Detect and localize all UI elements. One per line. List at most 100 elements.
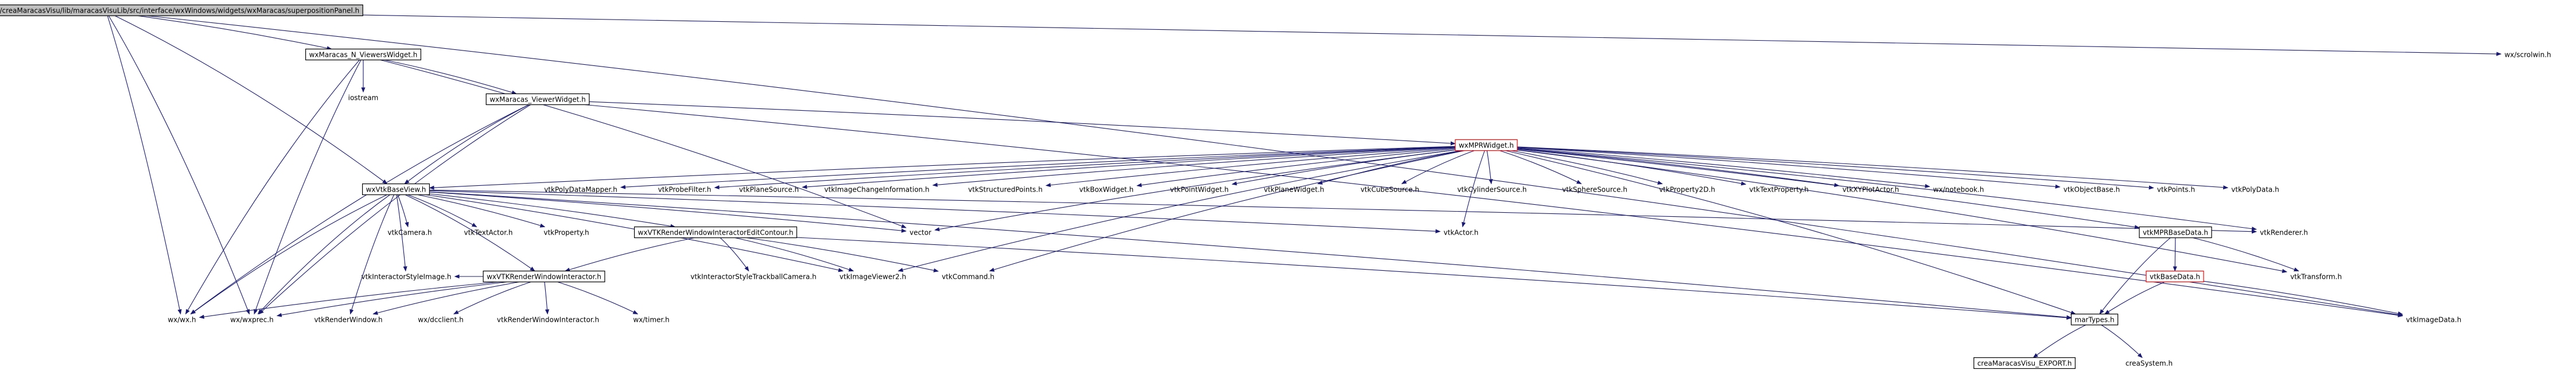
node-trackball[interactable]: vtkInteractorStyleTrackballCamera.h <box>690 273 817 281</box>
edge-wxmpr-to-probe <box>714 146 1456 190</box>
node-label: vtkProperty2D.h <box>1659 186 1715 194</box>
node-boxwidget[interactable]: vtkBoxWidget.h <box>1079 186 1134 194</box>
node-rwinteractor[interactable]: vtkRenderWindowInteractor.h <box>497 316 599 324</box>
node-dcclient[interactable]: wx/dcclient.h <box>418 316 464 324</box>
node-cylsrc[interactable]: vtkCylinderSource.h <box>1457 186 1526 194</box>
node-notebook[interactable]: wx/notebook.h <box>1933 186 1984 194</box>
node-box <box>1973 357 2076 369</box>
edge-basevw-to-vector <box>429 192 907 233</box>
edge-basevw-to-textactor <box>407 194 477 227</box>
node-label: vtkCamera.h <box>387 229 432 237</box>
node-label: creaSystem.h <box>2126 360 2173 368</box>
node-styleimage[interactable]: vtkInteractorStyleImage.h <box>362 273 452 281</box>
edge-rwi-to-rwinteractor <box>544 282 550 315</box>
node-martypes[interactable]: marTypes.h <box>2070 313 2119 326</box>
node-export[interactable]: creaMaracasVisu_EXPORT.h <box>1973 357 2076 369</box>
node-label: wxMaracas_ViewerWidget.h <box>489 96 586 104</box>
node-objbase[interactable]: vtkObjectBase.h <box>2064 186 2120 194</box>
node-label: marTypes.h <box>2074 316 2114 324</box>
node-wxmpr[interactable]: wxMPRWidget.h <box>1455 139 1518 151</box>
node-editcontour[interactable]: wxVTKRenderWindowInteractorEditContour.h <box>634 226 798 239</box>
edge-wxmpr-to-renderer <box>1517 148 2257 231</box>
node-prop2d[interactable]: vtkProperty2D.h <box>1659 186 1715 194</box>
node-renderer[interactable]: vtkRenderer.h <box>2260 229 2308 237</box>
node-wxexprec[interactable]: wx/wxprec.h <box>230 316 274 324</box>
node-label: vtkPolyData.h <box>2231 186 2279 194</box>
edge-wxmpr-to-textprop <box>1517 149 1747 186</box>
node-nviewers[interactable]: wxMaracas_N_ViewersWidget.h <box>305 48 422 61</box>
node-label: wxMaracas_N_ViewersWidget.h <box>309 51 418 59</box>
node-box <box>362 183 430 196</box>
node-points[interactable]: vtkPoints.h <box>2157 186 2195 194</box>
node-creasystem[interactable]: creaSystem.h <box>2126 360 2173 368</box>
node-actor[interactable]: vtkActor.h <box>1444 229 1479 237</box>
node-xyplot[interactable]: vtkXYPlotActor.h <box>1843 186 1899 194</box>
node-label: vtkBoxWidget.h <box>1079 186 1134 194</box>
edge-wxmpr-to-prop2d <box>1511 150 1663 185</box>
node-textactor[interactable]: vtkTextActor.h <box>464 229 513 237</box>
node-viewerwidget[interactable]: wxMaracas_ViewerWidget.h <box>485 93 590 106</box>
node-planesrc[interactable]: vtkPlaneSource.h <box>739 186 799 194</box>
node-textprop[interactable]: vtkTextProperty.h <box>1749 186 1809 194</box>
edge-mprbasedata-to-martypes <box>2099 237 2171 315</box>
node-vector[interactable]: vector <box>910 229 931 237</box>
node-command[interactable]: vtkCommand.h <box>942 273 994 281</box>
node-probe[interactable]: vtkProbeFilter.h <box>658 186 712 194</box>
node-label: vtkTextActor.h <box>464 229 513 237</box>
node-transform[interactable]: vtkTransform.h <box>2290 273 2342 281</box>
node-label: wx/wxprec.h <box>230 316 274 324</box>
edge-basevw-to-property <box>417 194 546 228</box>
node-property[interactable]: vtkProperty.h <box>543 229 589 237</box>
node-planewidget[interactable]: vtkPlaneWidget.h <box>1264 186 1324 194</box>
node-pointwidget[interactable]: vtkPointWidget.h <box>1170 186 1229 194</box>
edge-wxmpr-to-vector <box>934 149 1456 232</box>
edge-wxmpr-to-cylsrc <box>1486 150 1493 185</box>
node-basevw[interactable]: wxVtkBaseView.h <box>362 183 430 196</box>
edge-basedata-to-imagedata <box>2203 280 2403 315</box>
edge-martypes-to-creasystem <box>2101 325 2143 358</box>
edge-wxmpr-to-cubesrc <box>1401 150 1475 184</box>
node-root[interactable]: /home/davila/Creatis/All2/creatools_sour… <box>0 4 363 17</box>
node-scrolwin[interactable]: wx/scrolwin.h <box>2504 51 2551 59</box>
node-label: wx/notebook.h <box>1933 186 1984 194</box>
node-box <box>485 93 590 106</box>
node-box <box>1455 139 1518 151</box>
node-imgviewer2[interactable]: vtkImageViewer2.h <box>840 273 906 281</box>
edge-basevw-to-renderer <box>429 189 2257 234</box>
edge-editcontour-to-command <box>747 237 939 272</box>
node-camera[interactable]: vtkCamera.h <box>387 229 432 237</box>
node-box <box>0 4 363 17</box>
edge-wxmpr-to-imgchange <box>932 147 1456 187</box>
node-imagedata[interactable]: vtkImageData.h <box>2406 316 2461 324</box>
node-label: vtkImageData.h <box>2406 316 2461 324</box>
edge-viewerwidget-to-wxexprec <box>258 104 531 315</box>
node-wxwx[interactable]: wx/wx.h <box>168 316 196 324</box>
edge-editcontour-to-imgviewer2 <box>735 237 854 272</box>
node-renderwindow[interactable]: vtkRenderWindow.h <box>314 316 382 324</box>
node-label: vtkInteractorStyleTrackballCamera.h <box>690 273 817 281</box>
edge-wxmpr-to-mprbasedata <box>1517 149 2140 229</box>
edge-wxmpr-to-command <box>989 150 1465 272</box>
edge-basevw-to-editcontour <box>429 193 676 228</box>
edge-basevw-to-actor <box>429 190 1441 233</box>
node-cubesrc[interactable]: vtkCubeSource.h <box>1361 186 1419 194</box>
node-structpts[interactable]: vtkStructuredPoints.h <box>968 186 1043 194</box>
node-timer[interactable]: wx/timer.h <box>633 316 669 324</box>
edge-wxmpr-to-boxwidget <box>1136 148 1456 188</box>
node-polymapper[interactable]: vtkPolyDataMapper.h <box>544 186 617 194</box>
node-basedata[interactable]: vtkBaseData.h <box>2146 270 2204 283</box>
node-rwi[interactable]: wxVTKRenderWindowInteractor.h <box>483 270 605 283</box>
edge-nviewers-to-wxexprec <box>254 60 362 315</box>
node-box <box>483 270 605 283</box>
edge-viewerwidget-to-basevw <box>404 104 530 185</box>
edge-root-to-imagedata <box>147 15 2403 317</box>
node-mprbasedata[interactable]: vtkMPRBaseData.h <box>2139 226 2212 239</box>
edge-mprbasedata-to-transform <box>2193 237 2299 272</box>
node-spheresrc[interactable]: vtkSphereSource.h <box>1562 186 1627 194</box>
node-label: wx/dcclient.h <box>418 316 464 324</box>
dependency-edges <box>107 14 2502 358</box>
node-polydata[interactable]: vtkPolyData.h <box>2231 186 2279 194</box>
node-iostream[interactable]: iostream <box>348 94 379 102</box>
edge-wxmpr-to-imgviewer2 <box>897 150 1461 272</box>
node-imgchange[interactable]: vtkImageChangeInformation.h <box>824 186 929 194</box>
